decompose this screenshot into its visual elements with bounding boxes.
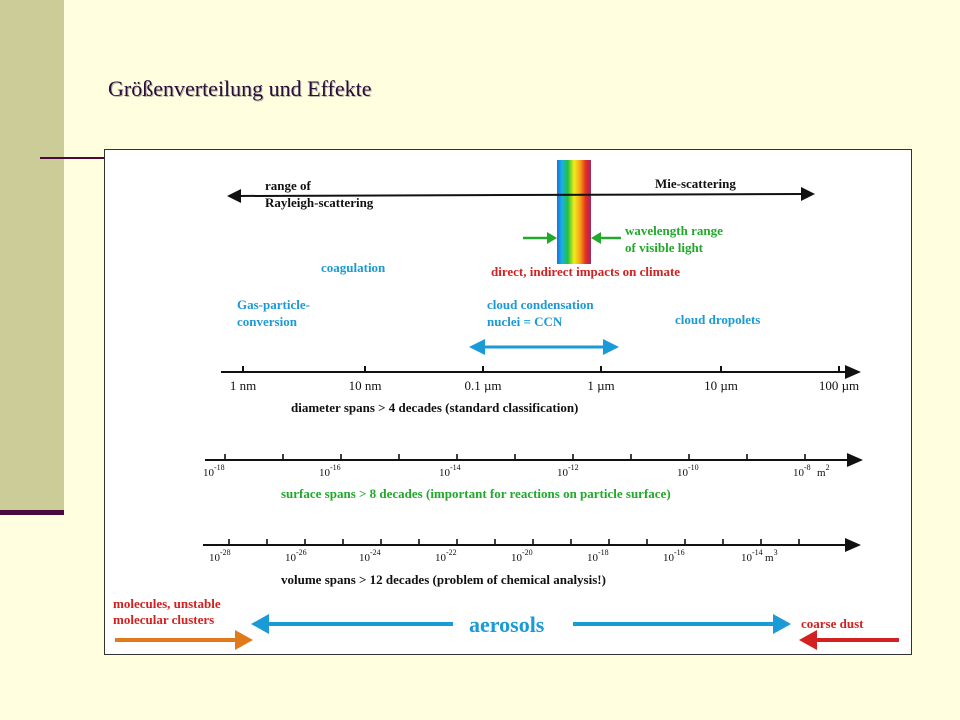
tick-exponent: -26 [296, 548, 307, 557]
diameter-axis-arrowhead [845, 365, 861, 379]
diameter-tick-label: 10 µm [704, 378, 738, 393]
tick-base: 10 [741, 552, 753, 564]
tick-base: 10 [677, 467, 689, 479]
climate-label: direct, indirect impacts on climate [491, 264, 680, 279]
ccn-arrow-left-head [469, 339, 485, 355]
tick-base: 10 [285, 552, 297, 564]
tick-base: 10 [359, 552, 371, 564]
diameter-tick-label: 100 µm [819, 378, 859, 393]
visible-label-1: wavelength range [625, 223, 723, 238]
unit-base: m [765, 552, 774, 564]
scattering-arrow-right-head [801, 187, 815, 201]
tick-exponent: -24 [370, 548, 381, 557]
tick-exponent: -10 [688, 463, 699, 472]
exponent-tick-label: 10-20 [511, 548, 533, 564]
rayleigh-label-2: Rayleigh-scattering [265, 195, 374, 210]
exponent-tick-label: 10-14 [741, 548, 763, 564]
molecules-label-2: molecular clusters [113, 612, 214, 627]
exponent-tick-label: 10-28 [209, 548, 231, 564]
exponent-tick-label: 10-8 [793, 463, 811, 479]
tick-base: 10 [209, 552, 221, 564]
exponent-tick-label: 10-14 [439, 463, 461, 479]
tick-exponent: -14 [450, 463, 461, 472]
visible-arrow-left-head [547, 232, 557, 244]
tick-base: 10 [511, 552, 523, 564]
tick-base: 10 [203, 467, 215, 479]
tick-exponent: -18 [214, 463, 225, 472]
aerosols-label: aerosols [469, 612, 545, 637]
exponent-tick-label: 10-16 [319, 463, 341, 479]
diameter-tick-label: 1 nm [230, 378, 256, 393]
exponent-tick-label: 10-16 [663, 548, 685, 564]
tick-base: 10 [439, 467, 451, 479]
mie-label: Mie-scattering [655, 176, 736, 191]
sidebar-band [0, 0, 64, 510]
axis-unit: m2 [817, 463, 830, 479]
tick-exponent: -22 [446, 548, 457, 557]
tick-base: 10 [435, 552, 447, 564]
tick-base: 10 [319, 467, 331, 479]
ccn-label-2: nuclei = CCN [487, 314, 563, 329]
coarse-dust-arrow-head [799, 630, 817, 650]
surface-axis-arrowhead [847, 453, 863, 467]
exponent-tick-label: 10-18 [587, 548, 609, 564]
ccn-label-1: cloud condensation [487, 297, 594, 312]
tick-base: 10 [793, 467, 805, 479]
exponent-tick-label: 10-12 [557, 463, 579, 479]
gas-particle-label-2: conversion [237, 314, 298, 329]
exponent-tick-label: 10-26 [285, 548, 307, 564]
unit-exponent: 2 [826, 463, 830, 472]
tick-exponent: -8 [804, 463, 811, 472]
aerosols-arrow-right-head [773, 614, 791, 634]
surface-caption: surface spans > 8 decades (important for… [281, 486, 671, 501]
slide-title: Größenverteilung und Effekte [108, 76, 372, 101]
molecules-label-1: molecules, unstable [113, 596, 221, 611]
exponent-tick-label: 10-18 [203, 463, 225, 479]
coagulation-label: coagulation [321, 260, 386, 275]
cloud-droplets-label: cloud dropolets [675, 312, 760, 327]
tick-exponent: -14 [752, 548, 763, 557]
unit-base: m [817, 467, 826, 479]
title-rule [40, 157, 106, 159]
volume-axis-arrowhead [845, 538, 861, 552]
visible-arrow-right-head [591, 232, 601, 244]
tick-base: 10 [663, 552, 675, 564]
sidebar-accent-bar [0, 510, 64, 515]
scattering-range-arrow [236, 193, 806, 197]
exponent-tick-label: 10-22 [435, 548, 457, 564]
coarse-dust-label: coarse dust [801, 616, 864, 631]
scattering-arrow-left-head [227, 189, 241, 203]
aerosols-arrow-left-head [251, 614, 269, 634]
aerosol-size-diagram: range of Rayleigh-scattering Mie-scatter… [104, 149, 912, 655]
visible-spectrum-band [557, 160, 591, 264]
diameter-tick-label: 10 nm [349, 378, 382, 393]
exponent-tick-label: 10-10 [677, 463, 699, 479]
tick-exponent: -16 [674, 548, 685, 557]
diameter-caption: diameter spans > 4 decades (standard cla… [291, 400, 578, 415]
tick-exponent: -18 [598, 548, 609, 557]
volume-caption: volume spans > 12 decades (problem of ch… [281, 572, 606, 587]
ccn-arrow-right-head [603, 339, 619, 355]
tick-exponent: -12 [568, 463, 579, 472]
diameter-tick-label: 1 µm [587, 378, 614, 393]
visible-label-2: of visible light [625, 240, 704, 255]
tick-exponent: -16 [330, 463, 341, 472]
tick-base: 10 [587, 552, 599, 564]
tick-exponent: -28 [220, 548, 231, 557]
molecules-arrow-head [235, 630, 253, 650]
axis-unit: m3 [765, 548, 778, 564]
diameter-tick-label: 0.1 µm [464, 378, 501, 393]
exponent-tick-label: 10-24 [359, 548, 381, 564]
gas-particle-label-1: Gas-particle- [237, 297, 310, 312]
tick-exponent: -20 [522, 548, 533, 557]
tick-base: 10 [557, 467, 569, 479]
unit-exponent: 3 [774, 548, 778, 557]
rayleigh-label-1: range of [265, 178, 312, 193]
